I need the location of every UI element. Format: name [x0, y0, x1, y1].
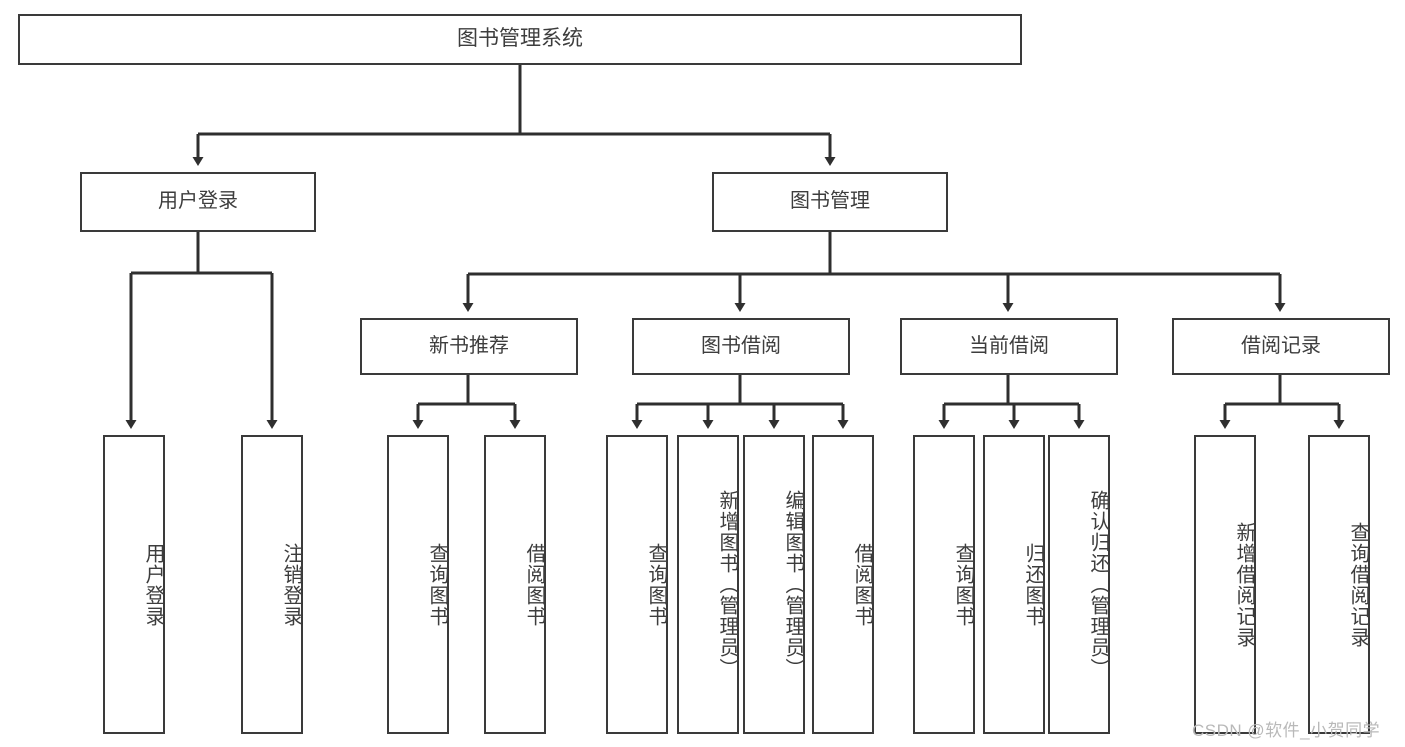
node-label: 确认归还（管理员）	[1087, 490, 1109, 679]
node-label: 用户登录	[142, 542, 164, 627]
leaf-edit-book-admin[interactable]: 编辑图书（管理员）	[743, 435, 805, 734]
node-label: 用户登录	[158, 190, 238, 213]
leaf-add-book-admin[interactable]: 新增图书（管理员）	[677, 435, 739, 734]
leaf-confirm-return-admin[interactable]: 确认归还（管理员）	[1048, 435, 1110, 734]
watermark-credit: CSDN @软件_小贺同学	[1192, 721, 1381, 740]
node-book-management[interactable]: 图书管理	[712, 172, 948, 232]
node-label: 新书推荐	[429, 334, 509, 357]
node-root-system[interactable]: 图书管理系统	[18, 14, 1022, 65]
leaf-query-books-current[interactable]: 查询图书	[913, 435, 975, 734]
node-label: 查询图书	[426, 542, 448, 627]
node-label: 注销登录	[280, 542, 302, 627]
leaf-user-login[interactable]: 用户登录	[103, 435, 165, 734]
node-current-borrow[interactable]: 当前借阅	[900, 318, 1118, 375]
node-label: 查询借阅记录	[1347, 521, 1369, 648]
node-label: 查询图书	[952, 542, 974, 627]
node-borrow-records[interactable]: 借阅记录	[1172, 318, 1390, 375]
node-label: 图书管理	[790, 190, 870, 213]
node-label: 图书管理系统	[457, 27, 583, 51]
node-label: 编辑图书（管理员）	[782, 490, 804, 679]
leaf-logout[interactable]: 注销登录	[241, 435, 303, 734]
node-label: 归还图书	[1022, 542, 1044, 627]
node-user-login[interactable]: 用户登录	[80, 172, 316, 232]
node-label: 新增图书（管理员）	[716, 490, 738, 679]
node-label: 借阅记录	[1241, 334, 1321, 357]
node-label: 借阅图书	[523, 542, 545, 627]
leaf-query-books-borrow[interactable]: 查询图书	[606, 435, 668, 734]
node-label: 图书借阅	[701, 334, 781, 357]
leaf-return-books[interactable]: 归还图书	[983, 435, 1045, 734]
node-label: 当前借阅	[969, 334, 1049, 357]
node-label: 查询图书	[645, 542, 667, 627]
leaf-borrow-books-recommend[interactable]: 借阅图书	[484, 435, 546, 734]
node-label: 借阅图书	[851, 542, 873, 627]
node-book-borrow[interactable]: 图书借阅	[632, 318, 850, 375]
node-label: 新增借阅记录	[1233, 521, 1255, 648]
leaf-query-borrow-record[interactable]: 查询借阅记录	[1308, 435, 1370, 734]
leaf-query-books-recommend[interactable]: 查询图书	[387, 435, 449, 734]
leaf-add-borrow-record[interactable]: 新增借阅记录	[1194, 435, 1256, 734]
node-new-book-recommend[interactable]: 新书推荐	[360, 318, 578, 375]
leaf-borrow-books[interactable]: 借阅图书	[812, 435, 874, 734]
